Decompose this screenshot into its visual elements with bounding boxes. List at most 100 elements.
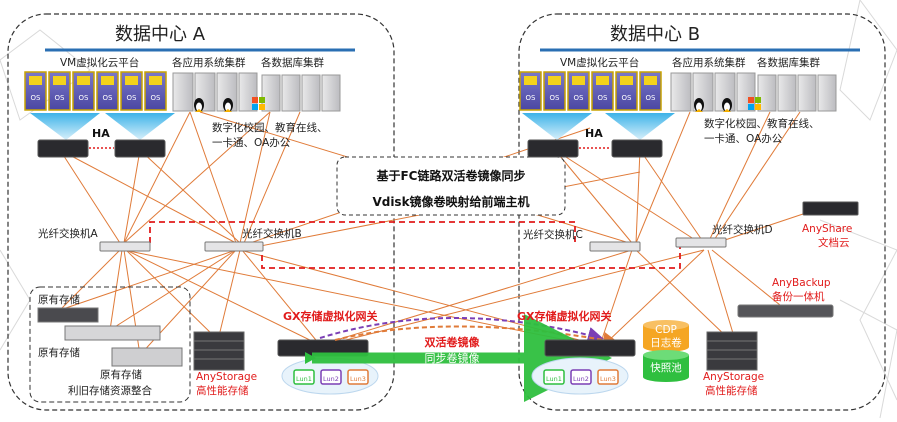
- lun-disk: [293, 369, 315, 385]
- vm-os-label: OS: [646, 94, 657, 102]
- fc-switch-a: [99, 241, 151, 252]
- vm-os-label: OS: [151, 94, 162, 102]
- legacy-storage-note: 利旧存储资源整合: [68, 384, 152, 397]
- anyshare-server: [802, 201, 859, 216]
- lun-label: Lun2: [573, 375, 589, 383]
- ha-server-a-right: [114, 139, 166, 158]
- legacy-storage-unit-1: [37, 307, 99, 323]
- dc-a-vm-label: VM虚拟化云平台: [60, 56, 139, 69]
- ha-server-b-right: [611, 139, 663, 158]
- vm-badge-icon: [101, 76, 114, 85]
- vm-funnel-left-a: [30, 113, 100, 140]
- vm-funnel-left-b: [522, 113, 592, 140]
- legacy-storage-label-1: 原有存储: [38, 293, 80, 306]
- vm-os-label: OS: [127, 94, 138, 102]
- vm-badge-icon: [29, 76, 42, 85]
- vm-os-label: OS: [598, 94, 609, 102]
- app-server-cluster-b: [670, 72, 756, 112]
- center-note-line2: Vdisk镜像卷映射给前端主机: [372, 194, 529, 209]
- dc-a-apps-line1: 数字化校园、教育在线、: [212, 121, 328, 134]
- anystorage-b-name: AnyStorage: [703, 371, 764, 383]
- vm-os-label: OS: [55, 94, 66, 102]
- lun-disk: [347, 369, 369, 385]
- ha-label-b: HA: [585, 127, 603, 140]
- ha-server-a-left: [37, 139, 89, 158]
- anyshare-name: AnyShare: [802, 223, 852, 235]
- vm-badge-icon: [572, 76, 585, 85]
- vm-badge-icon: [620, 76, 633, 85]
- vm-os-label: OS: [103, 94, 114, 102]
- legacy-storage-unit-3: [111, 347, 183, 367]
- cdp-label-1: CDP: [655, 324, 677, 336]
- lun-disk: [320, 369, 342, 385]
- vm-funnel-right-a: [105, 113, 175, 140]
- gx-gateway-b-label: GX存储虚拟化网关: [517, 309, 612, 323]
- fc-switch-b: [204, 241, 264, 252]
- anyshare-desc: 文档云: [818, 236, 850, 249]
- ha-server-b-left: [527, 139, 579, 158]
- vm-host-row-b: OS OS OS OS OS OS: [519, 71, 662, 111]
- dc-b-vm-label: VM虚拟化云平台: [560, 56, 639, 69]
- linux-penguin-icon: [194, 98, 233, 112]
- fc-switch-c: [589, 241, 641, 252]
- dc-a-title: 数据中心 A: [115, 24, 206, 45]
- gx-gateway-a-label: GX存储虚拟化网关: [283, 309, 378, 323]
- cdp-log-volume: [643, 320, 689, 352]
- vm-os-label: OS: [622, 94, 633, 102]
- fc-switch-d-label: 光纤交换机D: [712, 223, 773, 236]
- lun-label: Lun3: [350, 375, 366, 383]
- dc-b-apps-line2: 一卡通、OA办公: [704, 132, 783, 145]
- app-server-cluster-a: [172, 72, 258, 112]
- windows-logo-icon: [252, 97, 265, 110]
- anystorage-b: [706, 331, 758, 371]
- legacy-storage-group: [29, 286, 191, 403]
- dc-a-db-cluster: 各数据库集群: [261, 56, 324, 69]
- lun-disk: [543, 369, 565, 385]
- dc-b-app-cluster: 各应用系统集群: [672, 56, 746, 69]
- linux-penguin-icon-b: [694, 98, 732, 112]
- anybackup-appliance: [737, 304, 834, 318]
- fc-switch-a-label: 光纤交换机A: [38, 227, 98, 240]
- vm-badge-icon: [53, 76, 66, 85]
- vm-badge-icon: [596, 76, 609, 85]
- lun-disk: [570, 369, 592, 385]
- fc-cross-link: [149, 221, 681, 269]
- lun-label: Lun1: [546, 375, 562, 383]
- vm-os-label: OS: [526, 94, 537, 102]
- anystorage-b-desc: 高性能存储: [705, 384, 758, 397]
- vm-badge-icon: [125, 76, 138, 85]
- lun-label: Lun2: [323, 375, 339, 383]
- legacy-storage-label-2: 原有存储: [38, 346, 80, 359]
- fc-switch-b-label: 光纤交换机B: [242, 227, 302, 240]
- anybackup-name: AnyBackup: [772, 277, 831, 289]
- dc-b-apps-line1: 数字化校园、教育在线、: [704, 117, 820, 130]
- snapshot-label: 快照池: [650, 361, 682, 374]
- active-mirror-label: 双活卷镜像: [425, 335, 481, 349]
- anystorage-a-name: AnyStorage: [196, 371, 257, 383]
- fc-switch-c-label: 光纤交换机C: [523, 228, 583, 241]
- windows-logo-icon-b: [748, 97, 761, 110]
- vm-badge-icon: [77, 76, 90, 85]
- lun-label: Lun3: [600, 375, 616, 383]
- legacy-storage-label-3: 原有存储: [100, 368, 142, 381]
- snapshot-pool: [643, 350, 689, 382]
- dc-b-db-cluster: 各数据库集群: [757, 56, 820, 69]
- db-server-cluster-b: [757, 74, 837, 112]
- vm-os-label: OS: [550, 94, 561, 102]
- ha-label-a: HA: [92, 127, 110, 140]
- center-note-line1: 基于FC链路双活卷镜像同步: [375, 168, 525, 183]
- legacy-storage-unit-2: [64, 325, 161, 341]
- vm-os-label: OS: [79, 94, 90, 102]
- sync-mirror-label: 同步卷镜像: [425, 351, 480, 365]
- gx-gateway-b: [544, 339, 636, 357]
- anystorage-a-desc: 高性能存储: [196, 384, 249, 397]
- dc-a-app-cluster: 各应用系统集群: [172, 56, 246, 69]
- vm-os-label: OS: [574, 94, 585, 102]
- cdp-label-2: 日志卷: [650, 336, 682, 349]
- vm-badge-icon: [548, 76, 561, 85]
- datacenter-b-boundary: [518, 13, 886, 411]
- center-note-box: [336, 156, 566, 216]
- anystorage-a: [193, 331, 245, 371]
